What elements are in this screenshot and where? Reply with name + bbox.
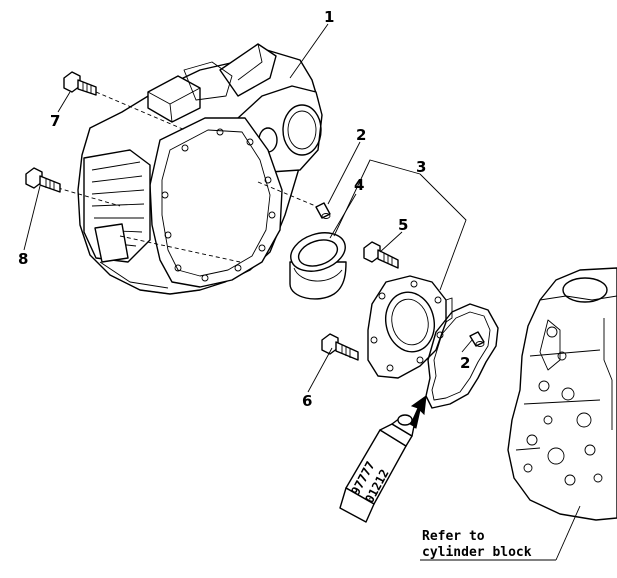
callout-5: 5 [398,216,408,234]
callout-2-upper: 2 [356,126,366,144]
cylinder-block [507,267,617,521]
oil-seal-case [367,275,453,379]
gasket [425,303,499,409]
dowel-pin-lower [469,331,485,347]
bolt-5 [363,241,399,269]
dowel-pin-upper [315,202,331,219]
flywheel-housing [77,43,323,295]
reference-note-line2: cylinder block [422,545,532,560]
alignment-guides [57,91,319,263]
leader-lines [23,23,581,561]
callout-1: 1 [324,8,334,26]
callout-8: 8 [18,250,28,268]
callout-2-lower: 2 [460,354,470,372]
sealant-application-arrow-icon [409,394,427,429]
oil-seal [289,232,347,300]
bolt-7 [63,71,97,96]
callout-4: 4 [354,176,364,194]
bolt-8 [25,167,61,193]
callout-3: 3 [416,158,426,176]
callout-7: 7 [50,112,60,130]
sealant-tube: 97777 01212 [339,414,415,523]
reference-note-line1: Refer to [422,529,485,544]
callout-6: 6 [302,392,312,410]
bolt-6 [321,333,359,361]
